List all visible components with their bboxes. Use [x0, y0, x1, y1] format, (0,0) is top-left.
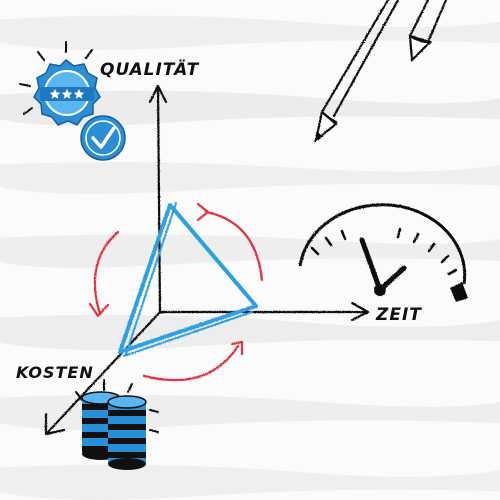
coin-stack-front [107, 395, 147, 470]
time-label: ZEIT [375, 305, 422, 325]
cycle-arrow-left-head [88, 302, 110, 318]
quality-seal-icon [19, 41, 101, 126]
coin-stacks-icon [75, 379, 159, 470]
cycle-arrow-left [93, 230, 120, 316]
cycle-arrows [88, 202, 264, 382]
cost-axis-arrowhead [44, 412, 66, 436]
cost-label: KOSTEN [16, 363, 94, 382]
cycle-arrow-right-head [196, 202, 210, 222]
quality-axis-arrowhead [148, 84, 168, 104]
quality-label: QUALITÄT [100, 58, 200, 80]
quality-axis [156, 86, 162, 314]
cycle-arrow-bottom [142, 344, 240, 382]
cycle-arrow-bottom-head [230, 340, 244, 356]
time-axis-arrowhead [350, 301, 370, 322]
checkmark-badge-icon [80, 115, 126, 161]
axes [44, 84, 370, 436]
stopwatch-icon [298, 203, 468, 302]
cycle-arrow-right [204, 210, 264, 282]
tradeoff-triangle [118, 202, 258, 357]
pens-icon [314, 0, 448, 143]
cost-axis [46, 310, 162, 434]
